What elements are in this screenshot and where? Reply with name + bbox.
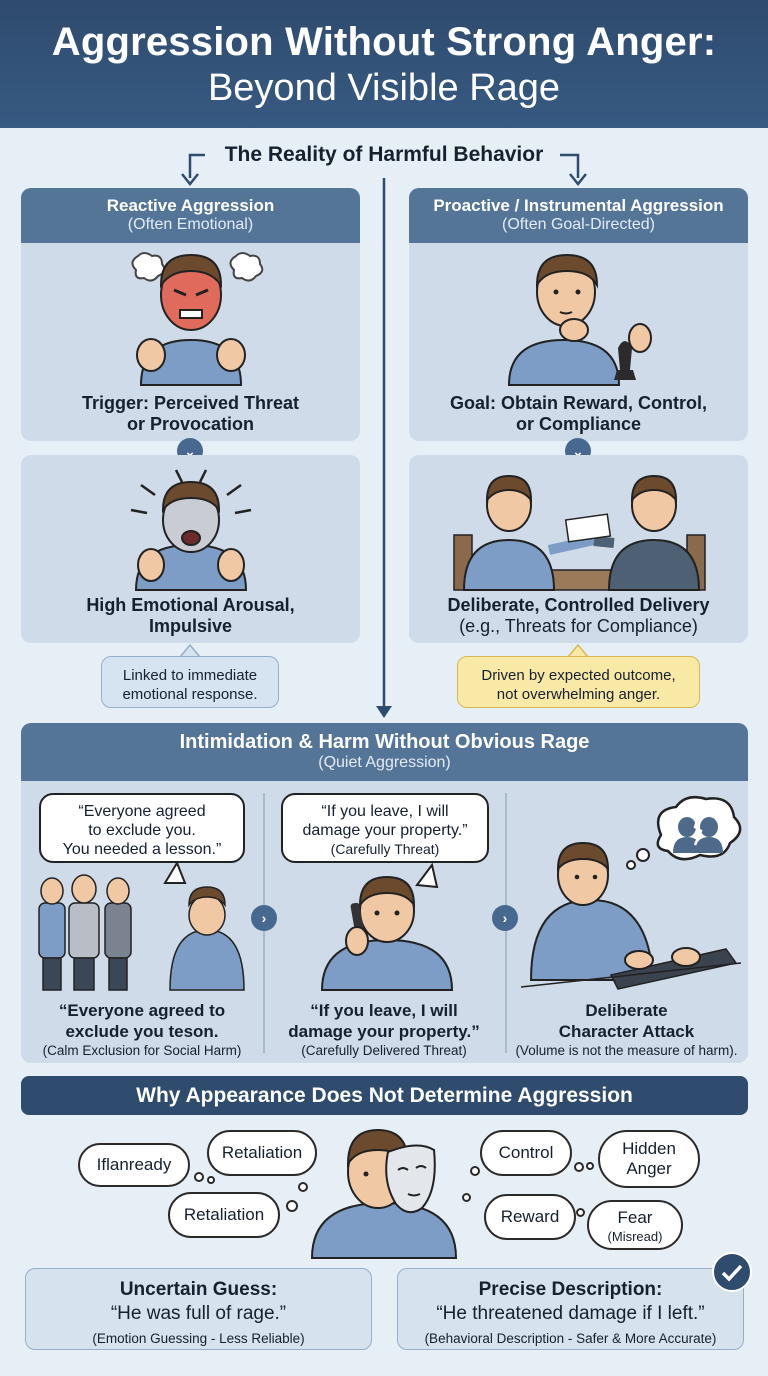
proactive-title-bar: Proactive / Instrumental Aggression (Oft… [409,188,748,243]
main-subtitle: Beyond Visible Rage [207,67,561,109]
character-attack-subcaption: (Volume is not the measure of harm). [515,1043,738,1058]
precise-subtitle: (Behavioral Description - Safer & More A… [424,1331,717,1346]
thought-dot [207,1176,215,1184]
phone-call-person-icon [320,862,454,991]
reactive-caption-2: High Emotional Arousal,Impulsive [86,595,295,636]
reactive-subtitle: (Often Emotional) [127,216,254,233]
intimidation-title: Intimidation & Harm Without Obvious Rage [179,731,590,753]
thought-cloud: Retaliation [207,1130,317,1176]
distressed-person-icon [130,469,252,591]
thought-dot [298,1182,308,1192]
thought-cloud: Control [480,1130,572,1176]
intimidation-title-bar: Intimidation & Harm Without Obvious Rage… [21,723,748,781]
person-with-mask-icon [310,1128,458,1259]
intimidation-panel: Intimidation & Harm Without Obvious Rage… [21,723,748,1063]
checkmark-icon [712,1252,752,1292]
thought-cloud: Retaliation [168,1192,280,1238]
thought-dot [194,1172,204,1182]
group-excluding-person-icon [38,860,245,991]
thought-cloud: Reward [484,1194,576,1240]
reactive-panel: Reactive Aggression (Often Emotional) Tr… [21,188,360,441]
chevron-right-icon: › [492,905,518,931]
proactive-note: Driven by expected outcome,not overwhelm… [457,656,700,708]
thought-dot [586,1162,594,1170]
note-pointer [179,643,201,658]
header-banner: Aggression Without Strong Anger: Beyond … [0,0,768,128]
guess-subtitle: (Emotion Guessing - Less Reliable) [92,1331,305,1346]
thought-cloud: Fear(Misread) [587,1200,683,1250]
proactive-title: Proactive / Instrumental Aggression [433,196,724,215]
reality-title: The Reality of Harmful Behavior [224,143,544,166]
reactive-arousal-panel: High Emotional Arousal,Impulsive [21,455,360,643]
appearance-banner: Why Appearance Does Not Determine Aggres… [21,1076,748,1115]
thought-dot [470,1166,480,1176]
proactive-delivery-panel: Deliberate, Controlled Delivery(e.g., Th… [409,455,748,643]
guess-title: Uncertain Guess: [119,1279,278,1300]
thinking-person-chess-icon [507,253,652,386]
reactive-title-bar: Reactive Aggression (Often Emotional) [21,188,360,243]
proactive-caption-2: Deliberate, Controlled Delivery(e.g., Th… [447,595,710,636]
threat-subcaption: (Carefully Delivered Threat) [301,1043,467,1058]
typing-person-broken-thought-icon [520,796,742,990]
angry-person-icon [131,252,264,386]
handing-paper-icon [453,474,706,591]
thought-dot [576,1208,585,1217]
thought-dot [462,1193,471,1202]
proactive-panel: Proactive / Instrumental Aggression (Oft… [409,188,748,441]
exclusion-subcaption: (Calm Exclusion for Social Harm) [42,1043,242,1058]
precise-description-box: Precise Description: “He threatened dama… [397,1268,744,1350]
thought-cloud: Iflanready [78,1143,190,1187]
thought-dot [574,1162,584,1172]
precise-title: Precise Description: [478,1279,663,1300]
uncertain-guess-box: Uncertain Guess: “He was full of rage.” … [25,1268,372,1350]
thought-dot [286,1200,298,1212]
guess-quote: “He was full of rage.” [110,1303,287,1324]
intimidation-subtitle: (Quiet Aggression) [318,754,451,771]
note-pointer [567,643,589,658]
precise-quote: “He threatened damage if I left.” [436,1303,705,1324]
proactive-subtitle: (Often Goal-Directed) [502,216,655,233]
proactive-caption-1: Goal: Obtain Reward, Control,or Complian… [449,393,707,434]
chevron-right-icon: › [251,905,277,931]
reactive-title: Reactive Aggression [106,196,275,215]
main-title: Aggression Without Strong Anger: [51,20,717,64]
